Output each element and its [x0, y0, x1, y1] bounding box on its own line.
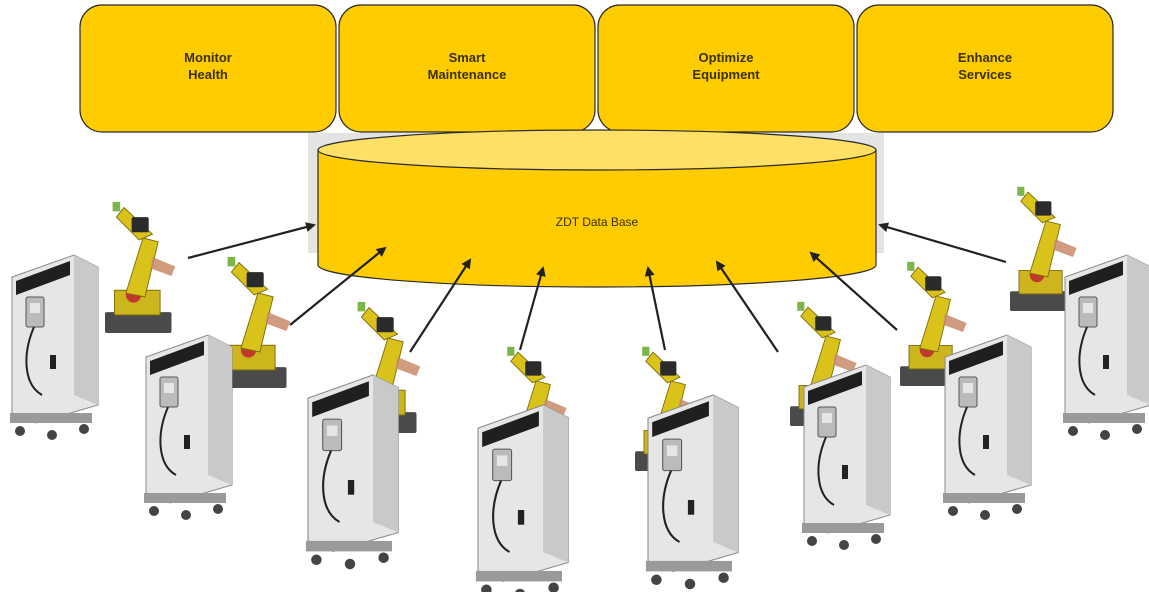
- service-box-monitor-health: Monitor Health: [79, 4, 337, 133]
- connection-arrows: [187, 222, 1007, 353]
- arrow: [878, 222, 1007, 264]
- arrow: [518, 266, 546, 351]
- arrow: [644, 266, 667, 351]
- industrial-robot-arm-icon: [105, 201, 176, 333]
- arrow: [187, 222, 316, 260]
- robot-controller-cabinet-icon: [305, 374, 399, 570]
- robot-controller-cabinet-icon: [1063, 254, 1149, 440]
- arrow: [289, 246, 387, 326]
- robot-controller-cabinet-icon: [645, 394, 739, 590]
- database-top: [317, 129, 877, 171]
- service-box-label-line2: Health: [188, 67, 228, 82]
- service-box-smart-maintenance: Smart Maintenance: [338, 4, 596, 133]
- database-body: [317, 149, 877, 288]
- service-box-enhance-services: Enhance Services: [856, 4, 1114, 133]
- robot-controller-cabinet-icon: [10, 254, 99, 440]
- database-cylinder: ZDT Data Base: [308, 129, 884, 288]
- robot-controller-cabinet-icon: [144, 334, 233, 520]
- service-box-label-line1: Smart: [449, 50, 487, 65]
- robot-controller-cabinet-icon: [802, 364, 891, 550]
- arrow: [409, 258, 472, 353]
- industrial-robot-arm-icon: [1010, 186, 1077, 311]
- arrow: [809, 251, 898, 331]
- service-box-label-line1: Enhance: [958, 50, 1012, 65]
- service-box-optimize-equipment: Optimize Equipment: [597, 4, 855, 133]
- service-boxes: Monitor Health Smart Maintenance Optimiz…: [79, 4, 1114, 133]
- arrow: [715, 260, 779, 353]
- robot-controller-cabinet-icon: [943, 334, 1032, 520]
- service-box-label-line2: Equipment: [692, 67, 760, 82]
- robot-controller-cabinet-icon: [475, 404, 569, 592]
- database-label: ZDT Data Base: [556, 215, 639, 229]
- service-box-label-line1: Optimize: [699, 50, 754, 65]
- robot-stations: [10, 186, 1149, 592]
- industrial-robot-arm-icon: [220, 256, 291, 388]
- service-box-label-line2: Services: [958, 67, 1012, 82]
- service-box-label-line1: Monitor: [184, 50, 232, 65]
- service-box-label-line2: Maintenance: [428, 67, 507, 82]
